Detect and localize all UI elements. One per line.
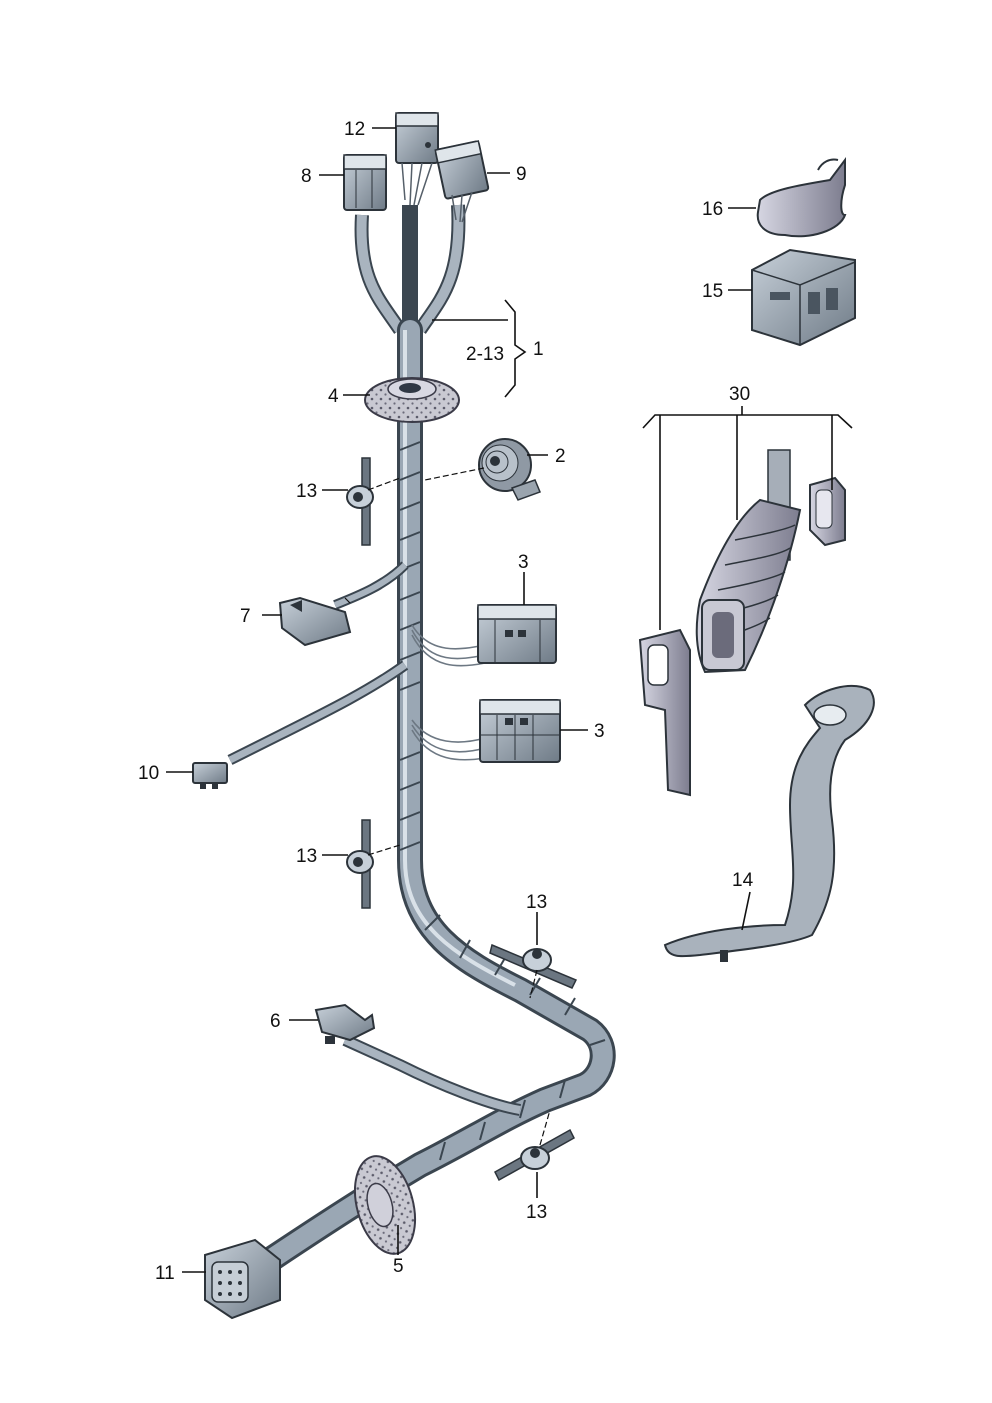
main-harness xyxy=(227,204,616,1273)
connector-3-upper xyxy=(477,604,557,664)
callout-16: 16 xyxy=(702,199,723,220)
bracket-30 xyxy=(642,406,853,630)
leader-lines xyxy=(166,127,756,1273)
callout-15: 15 xyxy=(702,281,723,302)
cable-tie-13-c xyxy=(489,943,578,989)
callout-9: 9 xyxy=(516,164,527,185)
connector-10 xyxy=(192,762,228,789)
grommet-5 xyxy=(354,1155,416,1255)
cable-duct-14 xyxy=(663,685,875,962)
tape-roll-2 xyxy=(478,438,541,501)
connector-11 xyxy=(204,1238,281,1320)
callout-1: 1 xyxy=(533,339,544,360)
connector-8 xyxy=(343,154,387,211)
grommet-set-30 xyxy=(638,449,846,797)
callout-10: 10 xyxy=(138,763,159,784)
callout-2-13: 2-13 xyxy=(466,344,504,365)
callout-12: 12 xyxy=(344,119,365,140)
callout-8: 8 xyxy=(301,166,312,187)
callout-3-a: 3 xyxy=(518,552,529,573)
grommet-4 xyxy=(364,377,460,423)
bracket-1 xyxy=(432,299,527,398)
callout-7: 7 xyxy=(240,606,251,627)
callout-11: 11 xyxy=(155,1263,175,1284)
connector-9 xyxy=(434,140,490,223)
callout-14: 14 xyxy=(732,870,754,891)
cap-16 xyxy=(756,157,847,238)
connector-3-lower xyxy=(479,699,561,763)
callout-6: 6 xyxy=(270,1011,281,1032)
callout-13-d: 13 xyxy=(526,1202,547,1223)
callout-13-c: 13 xyxy=(526,892,547,913)
callout-4: 4 xyxy=(328,386,339,407)
connector-12 xyxy=(395,112,439,206)
cable-tie-13-d xyxy=(494,1128,575,1182)
cable-tie-13-a xyxy=(346,457,374,546)
callout-13-b: 13 xyxy=(296,846,317,867)
connector-7 xyxy=(278,596,352,647)
cable-tie-13-b xyxy=(346,819,374,909)
connector-6 xyxy=(314,1003,376,1044)
callout-3-b: 3 xyxy=(594,721,605,742)
callout-5: 5 xyxy=(393,1256,404,1277)
relay-block-15 xyxy=(751,248,856,347)
callout-13-a: 13 xyxy=(296,481,317,502)
callout-2: 2 xyxy=(555,446,566,467)
callout-30: 30 xyxy=(729,384,750,405)
